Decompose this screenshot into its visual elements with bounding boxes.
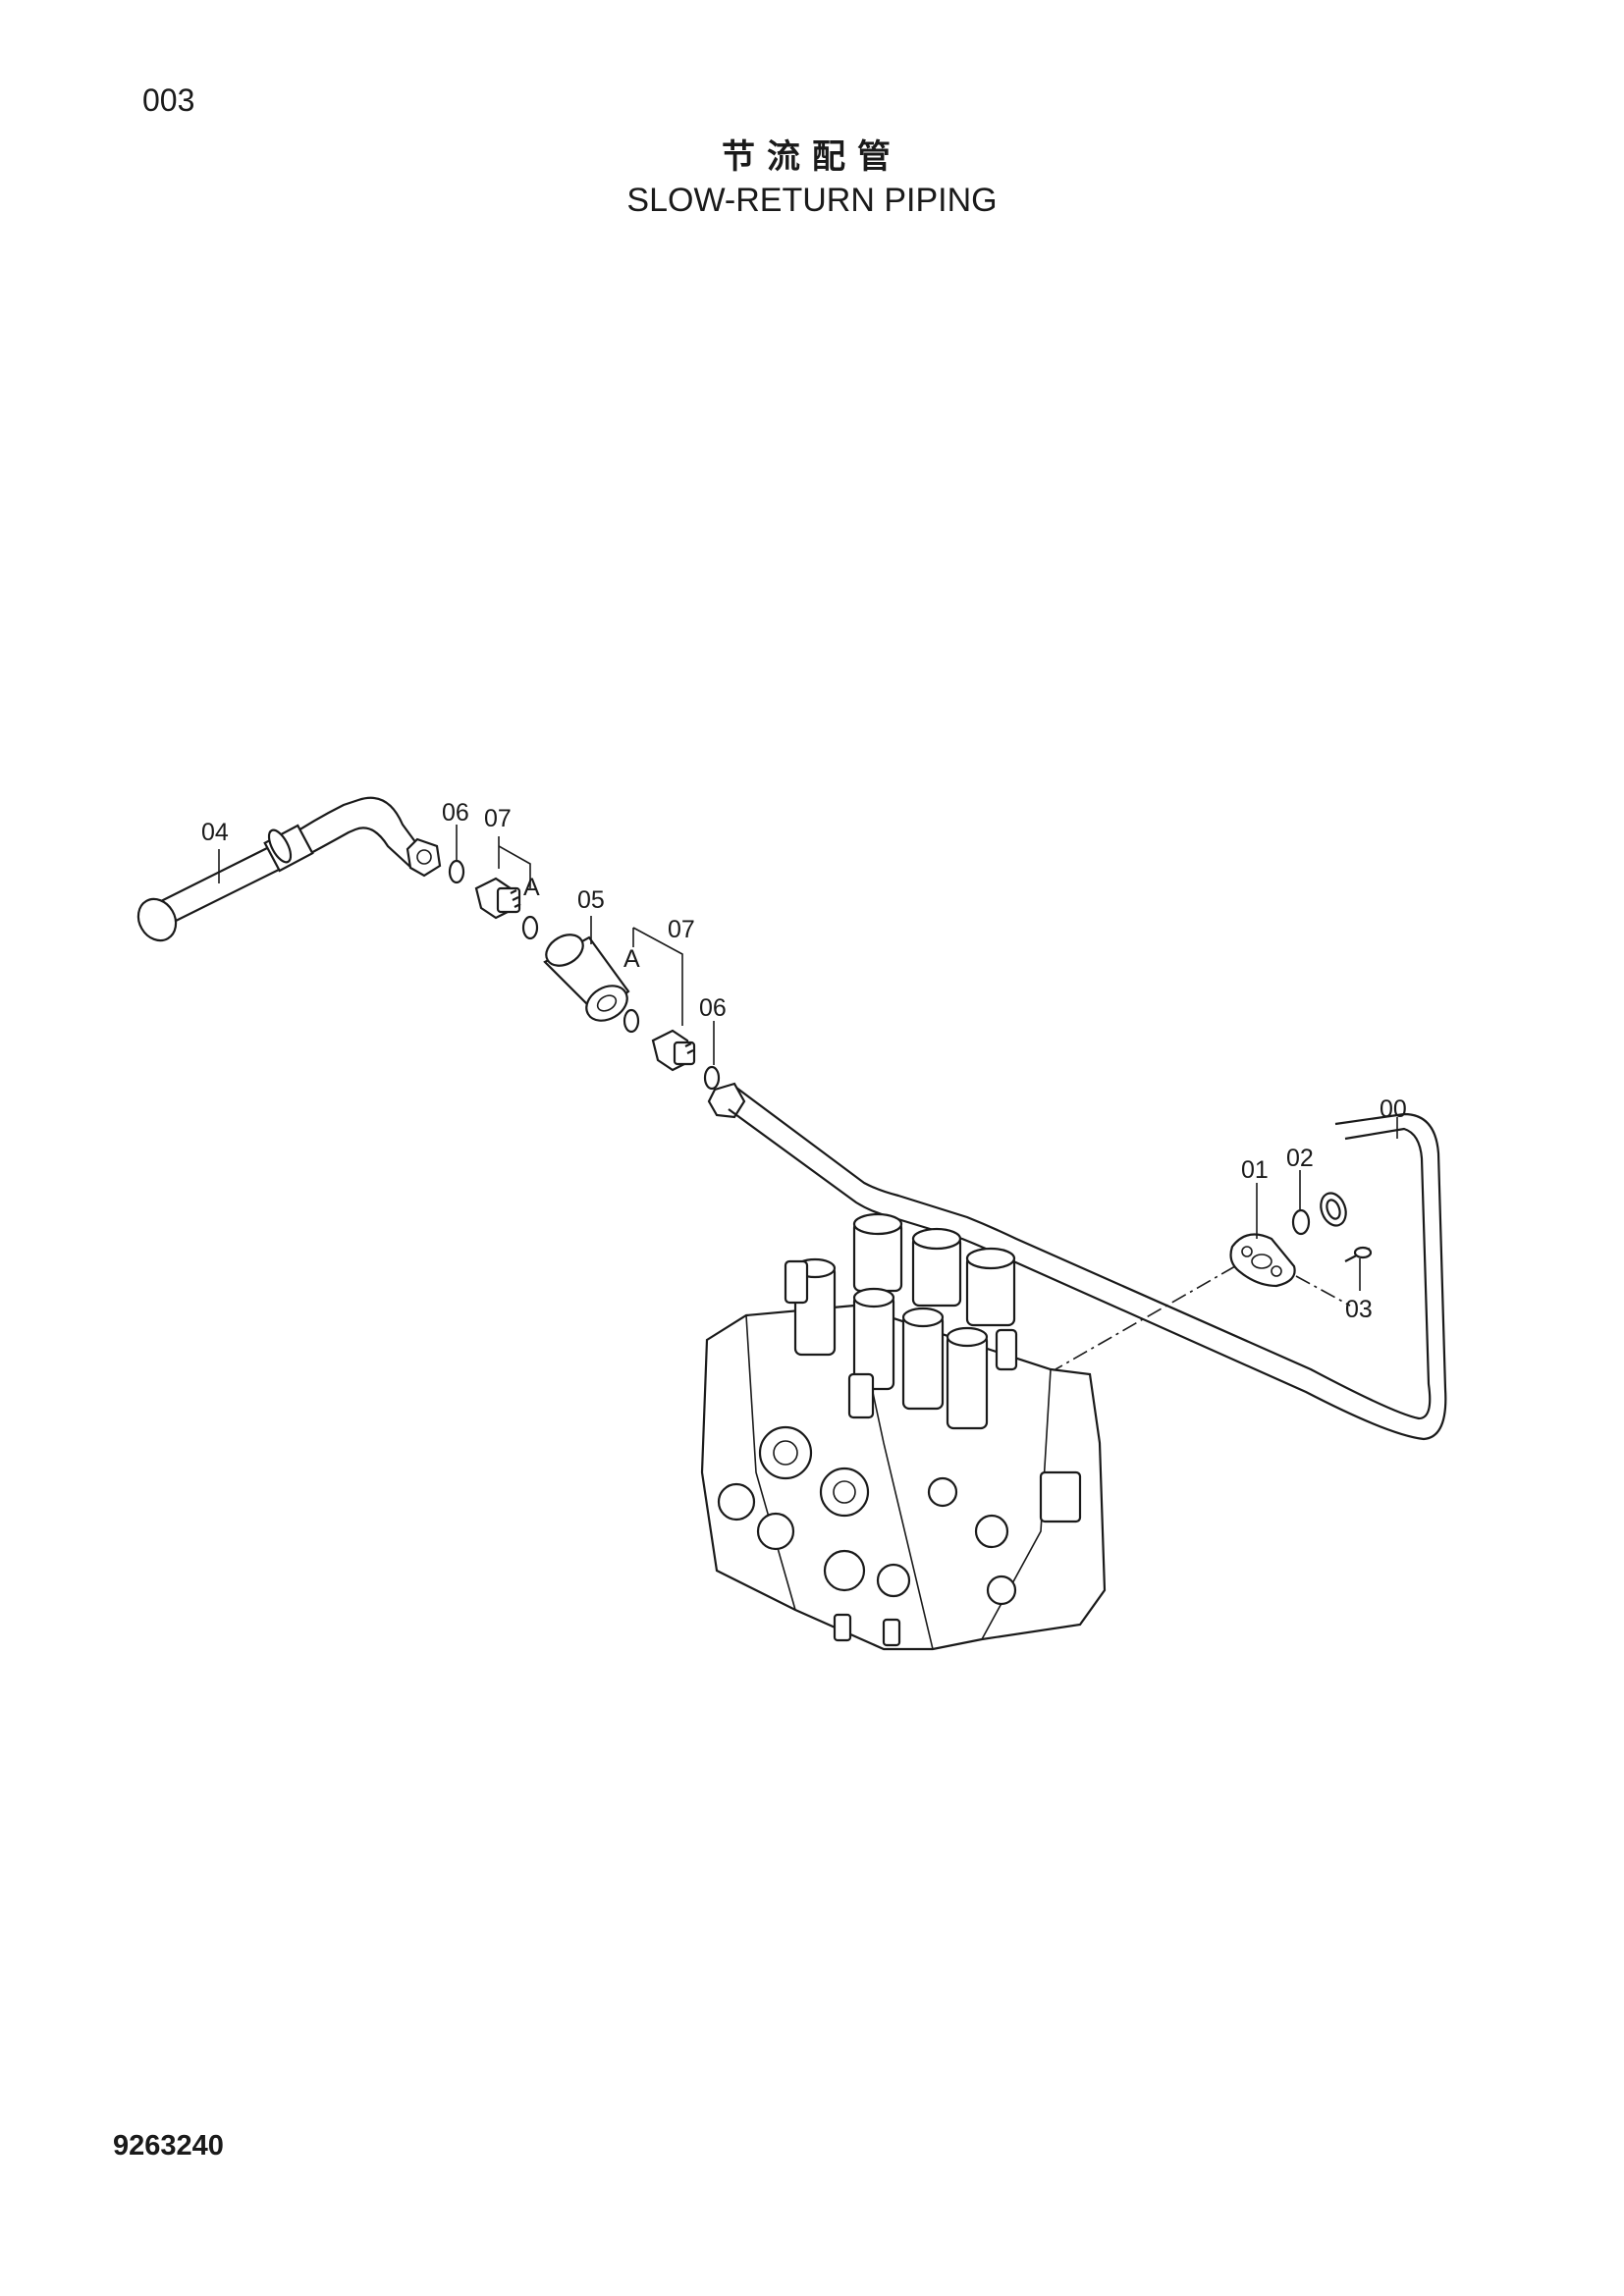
flange-01 <box>1229 1233 1296 1288</box>
o-ring-06-lower <box>703 1065 721 1091</box>
o-ring-a-lower <box>623 1008 640 1034</box>
adapter-07-lower <box>651 1029 696 1072</box>
o-ring-06-upper <box>448 859 465 884</box>
callout-00: 00 <box>1380 1095 1407 1123</box>
callout-a-upper: A <box>523 874 540 901</box>
o-ring-a-upper <box>521 915 539 940</box>
title-english: SLOW-RETURN PIPING <box>626 182 998 219</box>
o-ring-02 <box>1291 1208 1311 1236</box>
callout-05: 05 <box>577 886 605 914</box>
callout-06-lower: 06 <box>699 994 727 1022</box>
callout-06-upper: 06 <box>442 799 469 827</box>
title-chinese: 节流配管 <box>722 137 902 177</box>
adapter-07-upper <box>474 877 521 920</box>
drawing-number: 9263240 <box>113 2130 224 2162</box>
leader-lines <box>218 825 1398 1291</box>
callout-03: 03 <box>1345 1296 1373 1323</box>
callout-02: 02 <box>1286 1145 1314 1172</box>
valve-05 <box>543 934 630 1022</box>
callout-01: 01 <box>1241 1156 1269 1184</box>
pipe-04 <box>136 796 442 942</box>
callout-a-lower: A <box>623 945 640 973</box>
callout-07-lower: 07 <box>668 916 695 943</box>
bolt-03 <box>1344 1246 1373 1262</box>
page-number: 003 <box>142 82 195 118</box>
callout-04: 04 <box>201 819 229 846</box>
control-valve-assembly <box>700 1212 1107 1651</box>
callout-07-upper: 07 <box>484 805 512 832</box>
